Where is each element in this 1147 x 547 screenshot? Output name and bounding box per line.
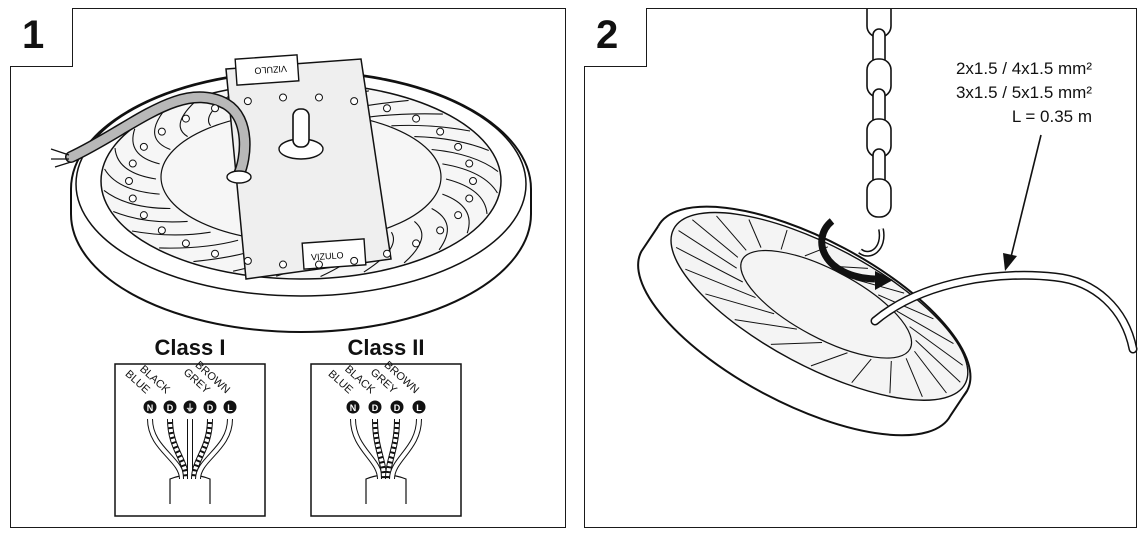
class-two-title: Class II xyxy=(347,335,425,360)
brand-mark-top: VIZULO xyxy=(254,64,287,76)
wire-terminal xyxy=(390,400,404,414)
luminaire-hanging-illustration xyxy=(637,9,1138,437)
terminal-letter: D xyxy=(167,403,174,413)
wire-terminal xyxy=(368,400,382,414)
wire-terminal xyxy=(163,400,177,414)
step-number-box: 1 xyxy=(10,8,73,67)
step-number-box: 2 xyxy=(584,8,647,67)
terminal-letter: D xyxy=(394,403,401,413)
wire-terminal xyxy=(183,400,197,414)
wire-terminal xyxy=(346,400,360,414)
spec-line-3: L = 0.35 m xyxy=(1011,107,1092,126)
step-number: 1 xyxy=(22,13,45,57)
terminal-letter: L xyxy=(416,403,422,413)
terminal-letter: D xyxy=(207,403,214,413)
wire-terminal xyxy=(412,400,426,414)
wire-terminal xyxy=(143,400,157,414)
terminal-letter: N xyxy=(350,403,357,413)
step-number: 2 xyxy=(596,13,619,57)
wire-terminal xyxy=(203,400,217,414)
spec-line-2: 3x1.5 / 5x1.5 mm² xyxy=(955,83,1092,102)
wire-terminal xyxy=(223,400,237,414)
terminal-letter: ⏚ xyxy=(185,403,194,413)
cable-specification: 2x1.5 / 4x1.5 mm² 3x1.5 / 5x1.5 mm² L = … xyxy=(956,57,1092,129)
terminal-letter: L xyxy=(227,403,233,413)
step-2-panel: 2x1.5 / 4x1.5 mm² 3x1.5 / 5x1.5 mm² L = … xyxy=(584,8,1138,528)
class-one-title: Class I xyxy=(154,335,226,360)
spec-line-1: 2x1.5 / 4x1.5 mm² xyxy=(955,59,1092,78)
brand-mark-bottom: VIZULO xyxy=(311,250,344,262)
terminal-letter: D xyxy=(372,403,379,413)
terminal-letter: N xyxy=(147,403,154,413)
